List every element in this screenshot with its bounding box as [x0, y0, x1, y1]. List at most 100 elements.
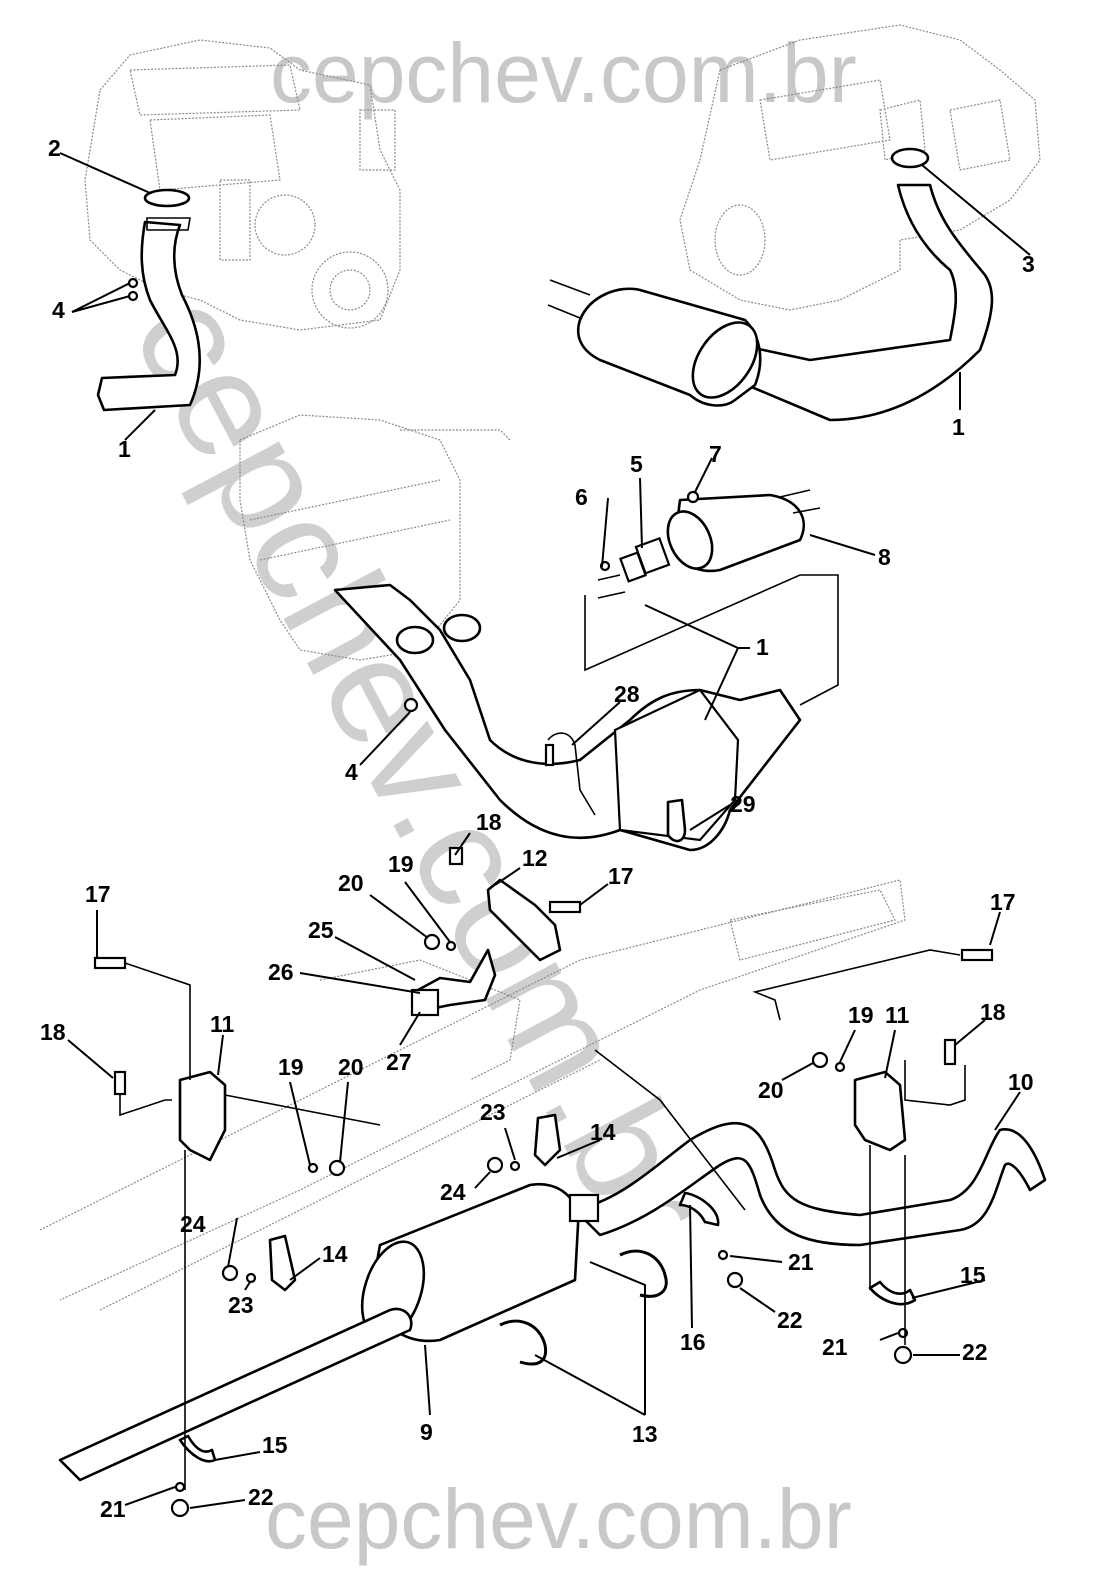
- callout-18-top: 18: [476, 809, 502, 835]
- callout-22-right: 22: [962, 1339, 988, 1365]
- callout-9: 9: [420, 1419, 433, 1445]
- bolt-icon: [93, 956, 127, 970]
- callout-15-right: 15: [960, 1262, 986, 1288]
- oxygen-sensor-wire: [547, 732, 596, 816]
- callout-17-left: 17: [85, 881, 111, 907]
- pipe-clamp: [178, 1434, 217, 1463]
- manifold-flange: [442, 613, 482, 643]
- catalytic-converter-assembly: [333, 583, 802, 852]
- callout-6: 6: [575, 484, 588, 510]
- callout-19-left: 19: [278, 1054, 304, 1080]
- exhaust-downpipe-right: [547, 147, 994, 422]
- pipe-clip: [666, 798, 687, 843]
- hanger-bracket-right: [853, 1070, 907, 1152]
- nut-icon: [328, 1159, 346, 1177]
- callout-10: 10: [1008, 1069, 1034, 1095]
- callout-13: 13: [632, 1421, 658, 1447]
- callout-3: 3: [1022, 251, 1035, 277]
- catalytic-converter: [613, 688, 740, 842]
- nut-icon: [486, 1156, 504, 1174]
- fasteners: [93, 846, 994, 1518]
- nut-icon: [127, 277, 139, 289]
- callout-19-top: 19: [388, 851, 414, 877]
- callout-23-left: 23: [228, 1292, 254, 1318]
- bolt-icon: [448, 846, 464, 866]
- callout-20-left: 20: [338, 1054, 364, 1080]
- hanger-bracket-left: [178, 1070, 227, 1162]
- callout-12: 12: [522, 845, 548, 871]
- callout-19-right: 19: [848, 1002, 874, 1028]
- callout-2: 2: [48, 135, 61, 161]
- bolt-icon: [548, 900, 582, 914]
- nut-icon: [403, 697, 419, 713]
- callout-11-right: 11: [885, 1002, 910, 1028]
- engine-left-outline: [84, 39, 401, 331]
- washer-icon: [834, 1061, 846, 1073]
- pipe-clamp: [678, 1191, 720, 1227]
- nut-icon: [811, 1051, 829, 1069]
- u-bolt-icon: [499, 1319, 548, 1366]
- tailpipe: [573, 1122, 1047, 1247]
- nut-icon: [221, 1264, 239, 1282]
- washer-icon: [509, 1160, 521, 1172]
- callout-14-left: 14: [322, 1241, 348, 1267]
- callout-24-left: 24: [180, 1211, 206, 1237]
- engine-right-outline: [679, 24, 1041, 311]
- chassis-outline: [39, 879, 906, 1311]
- bolt-icon: [960, 948, 994, 962]
- callout-5: 5: [630, 451, 643, 477]
- callout-17-middle: 17: [608, 863, 634, 889]
- callout-17-right: 17: [990, 889, 1016, 915]
- callout-21-right: 21: [822, 1334, 848, 1360]
- callout-22-middle: 22: [777, 1307, 803, 1333]
- oxygen-sensor: [544, 743, 555, 767]
- rubber-insulator: [268, 1234, 297, 1292]
- callout-20-right: 20: [758, 1077, 784, 1103]
- callout-21-middle: 21: [788, 1249, 814, 1275]
- pipe-clamp: [868, 1280, 917, 1306]
- nut-icon: [686, 490, 700, 504]
- nut-icon: [423, 933, 441, 951]
- callout-22-left: 22: [248, 1484, 274, 1510]
- callout-4-left: 4: [52, 297, 65, 323]
- callout-15-left: 15: [262, 1432, 288, 1458]
- callout-1-right: 1: [952, 414, 965, 440]
- nut-icon: [170, 1498, 190, 1518]
- nut-icon: [893, 1345, 913, 1365]
- washer-icon: [307, 1162, 319, 1174]
- pipe-coupling: [568, 1193, 600, 1223]
- hanger-bracket-upper: [486, 878, 562, 962]
- callout-8: 8: [878, 544, 891, 570]
- callout-labels: 1 2 4 3 1 5 7 6 8 1 28 4 29 18 12 17 20 …: [40, 135, 1035, 1522]
- callout-1-middle: 1: [756, 634, 769, 660]
- nut-icon: [726, 1271, 744, 1289]
- muffler-intermediate: [597, 489, 821, 599]
- callout-18-right: 18: [980, 999, 1006, 1025]
- washer-icon: [717, 1249, 729, 1261]
- bolt-icon: [113, 1070, 127, 1096]
- rubber-insulator: [533, 1113, 562, 1167]
- callout-23-top: 23: [480, 1099, 506, 1125]
- nut-icon: [127, 290, 139, 302]
- muffler-rear: [58, 1182, 600, 1482]
- callout-16: 16: [680, 1329, 706, 1355]
- group-bracket-1: [584, 574, 839, 706]
- bolt-icon: [943, 1038, 957, 1066]
- callout-24-top: 24: [440, 1179, 466, 1205]
- washer-icon: [174, 1481, 186, 1493]
- u-bolt-icon: [619, 1249, 668, 1298]
- callout-21-left: 21: [100, 1496, 126, 1522]
- leader-lines: [59, 152, 1031, 1509]
- engine-middle-outline: [239, 414, 511, 661]
- assembly-guide-lines: [119, 949, 966, 1490]
- exhaust-ring-gasket: [143, 188, 191, 208]
- manifold-flange: [395, 625, 435, 655]
- callout-20-top: 20: [338, 870, 364, 896]
- exhaust-ring-gasket: [890, 147, 930, 169]
- callout-7: 7: [709, 441, 722, 467]
- callout-18-left: 18: [40, 1019, 66, 1045]
- callout-28: 28: [614, 681, 640, 707]
- washer-icon: [245, 1272, 257, 1284]
- callout-26: 26: [268, 959, 294, 985]
